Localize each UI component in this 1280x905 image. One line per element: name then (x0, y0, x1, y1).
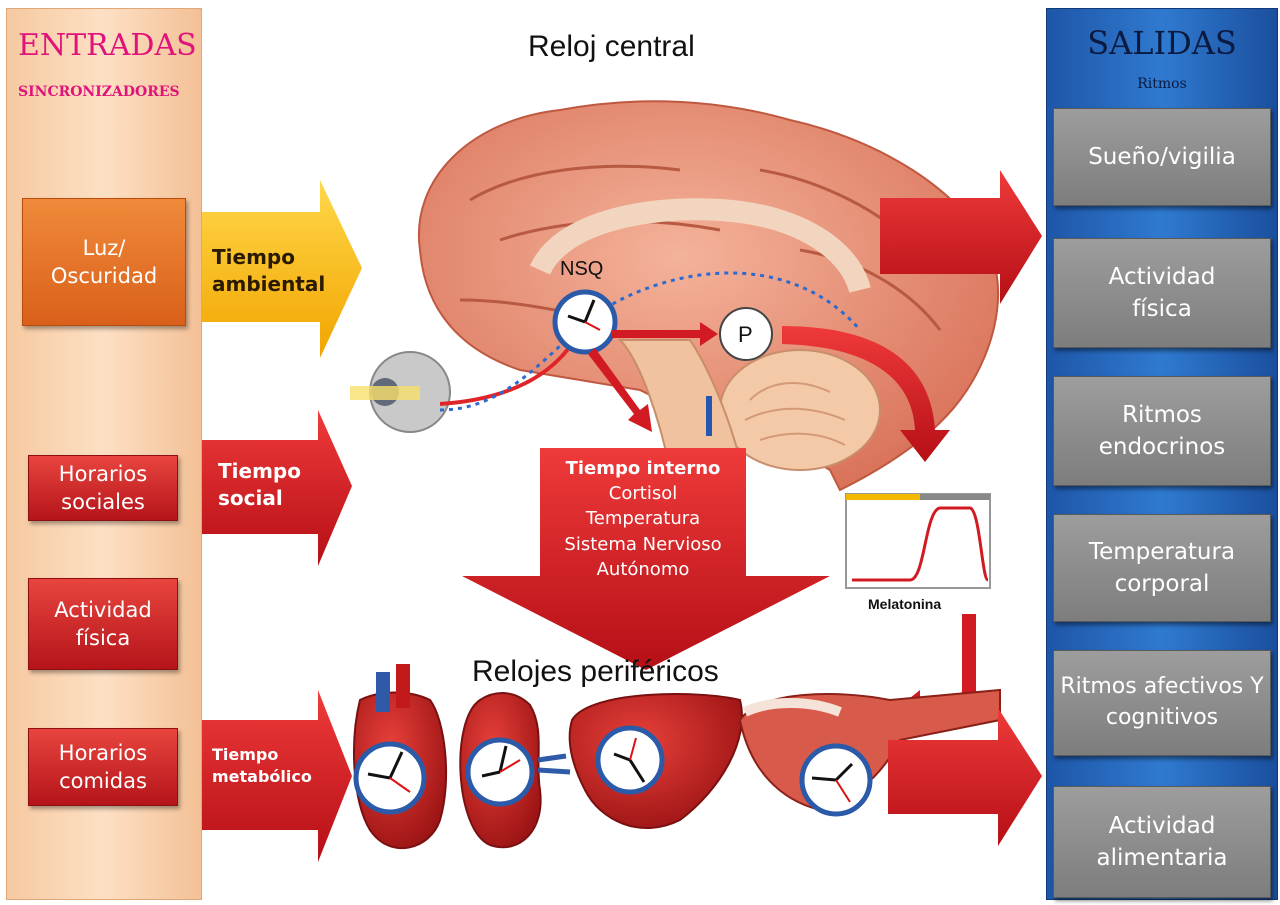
internal-time-item: Cortisol (540, 481, 746, 506)
internal-time-item: Temperatura (540, 506, 746, 531)
liver-clock-icon (598, 728, 662, 792)
internal-time-item: Autónomo (540, 557, 746, 582)
kidney-clock-icon (468, 740, 532, 804)
internal-time-block: Tiempo interno Cortisol Temperatura Sist… (540, 456, 746, 582)
melatonin-chart-icon (846, 494, 990, 588)
ambient-time-label: Tiempo ambiental (212, 244, 332, 298)
social-time-label: Tiempo social (218, 458, 318, 512)
nsq-clock-icon (555, 292, 615, 352)
muscle-clock-icon (802, 746, 870, 814)
central-clock-label: Reloj central (528, 30, 695, 64)
internal-time-item: Sistema Nervioso (540, 532, 746, 557)
peripheral-clocks-label: Relojes periféricos (472, 655, 719, 689)
heart-clock-icon (356, 744, 424, 812)
internal-time-heading: Tiempo interno (540, 456, 746, 481)
melatonin-label: Melatonina (868, 596, 941, 612)
eye-illustration (350, 352, 450, 432)
pineal-label: P (738, 322, 753, 348)
metabolic-time-label: Tiempo metabólico (212, 744, 332, 787)
nsq-label: NSQ (560, 258, 603, 281)
